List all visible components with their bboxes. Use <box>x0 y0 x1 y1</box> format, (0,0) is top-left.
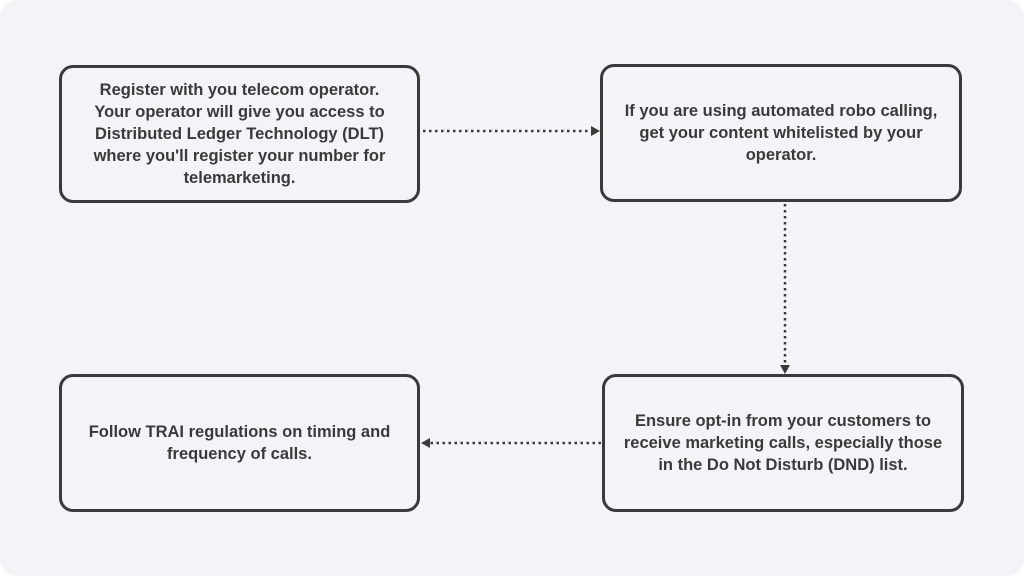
arrow-step2-to-step3 <box>780 204 790 374</box>
step-text-whitelist-content: If you are using automated robo calling,… <box>624 102 938 164</box>
step-text-register-operator: Register with you telecom operator. Your… <box>93 81 386 187</box>
step-box-follow-trai: Follow TRAI regulations on timing and fr… <box>59 374 420 512</box>
step-box-whitelist-content: If you are using automated robo calling,… <box>600 64 962 202</box>
step-text-follow-trai: Follow TRAI regulations on timing and fr… <box>88 423 391 463</box>
step-text-ensure-opt-in: Ensure opt-in from your customers to rec… <box>623 412 943 474</box>
arrow-step1-to-step2 <box>423 126 600 136</box>
step-box-ensure-opt-in: Ensure opt-in from your customers to rec… <box>602 374 964 512</box>
step-box-register-operator: Register with you telecom operator. Your… <box>59 65 420 203</box>
arrow-step3-to-step4 <box>421 438 601 448</box>
